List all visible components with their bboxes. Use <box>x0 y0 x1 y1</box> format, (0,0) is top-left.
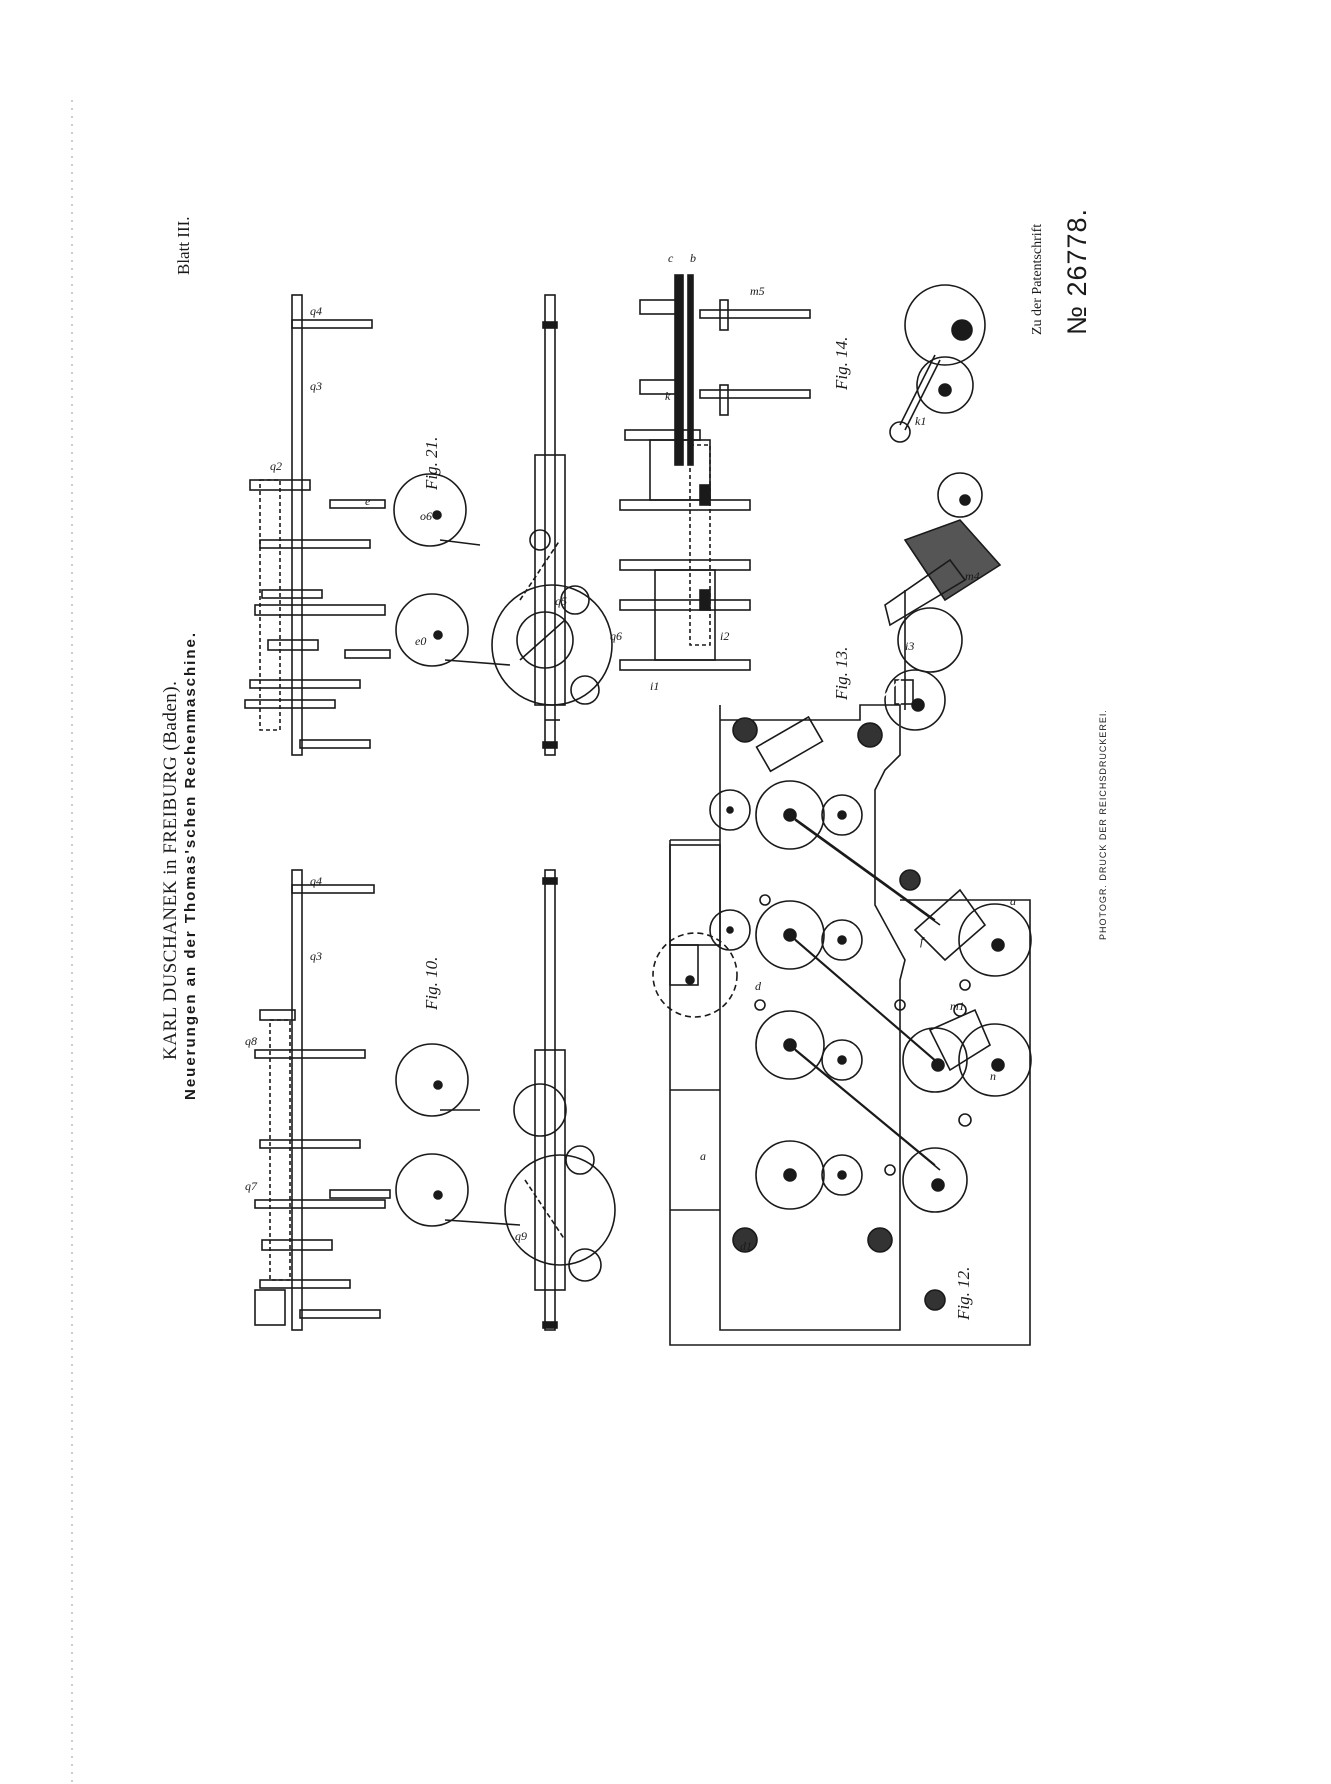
label-c: c <box>668 251 674 265</box>
fig10 <box>254 869 616 1331</box>
label-q7-fig10: q7 <box>245 1179 258 1193</box>
label-n: n <box>990 1069 996 1083</box>
label-d: d <box>755 979 762 993</box>
label-m1: m1 <box>950 999 965 1013</box>
label-a-1: a <box>700 1149 706 1163</box>
label-e-fig21: e <box>365 494 371 508</box>
label-q4-fig21: q4 <box>310 304 322 318</box>
label-b: b <box>690 251 696 265</box>
label-k: k <box>665 389 671 403</box>
label-d1: d1 <box>740 1239 752 1253</box>
label-a-2: a <box>1010 894 1016 908</box>
label-e0-fig21: e0 <box>415 634 426 648</box>
label-q3-fig10: q3 <box>310 949 322 963</box>
label-q9-fig10: q9 <box>515 1229 527 1243</box>
label-m5: m5 <box>750 284 765 298</box>
label-f: f <box>920 934 925 948</box>
fig13-fig14 <box>619 274 811 671</box>
fig21 <box>244 294 613 756</box>
label-q4-fig10: q4 <box>310 874 322 888</box>
label-q3-fig21: q3 <box>310 379 322 393</box>
label-m4: m4 <box>965 569 980 583</box>
label-q6-fig21: q6 <box>610 629 622 643</box>
label-q5-fig21: q5 <box>555 594 567 608</box>
label-i3: i3 <box>905 639 914 653</box>
label-q2-fig21: q2 <box>270 459 282 473</box>
fig12-plate <box>652 678 1032 1346</box>
label-o6-fig21: o6 <box>420 509 432 523</box>
label-i1: i1 <box>650 679 659 693</box>
label-q8-fig10: q8 <box>245 1034 257 1048</box>
fig14-gears <box>884 284 1002 731</box>
label-k1: k1 <box>915 414 926 428</box>
label-i2: i2 <box>720 629 729 643</box>
